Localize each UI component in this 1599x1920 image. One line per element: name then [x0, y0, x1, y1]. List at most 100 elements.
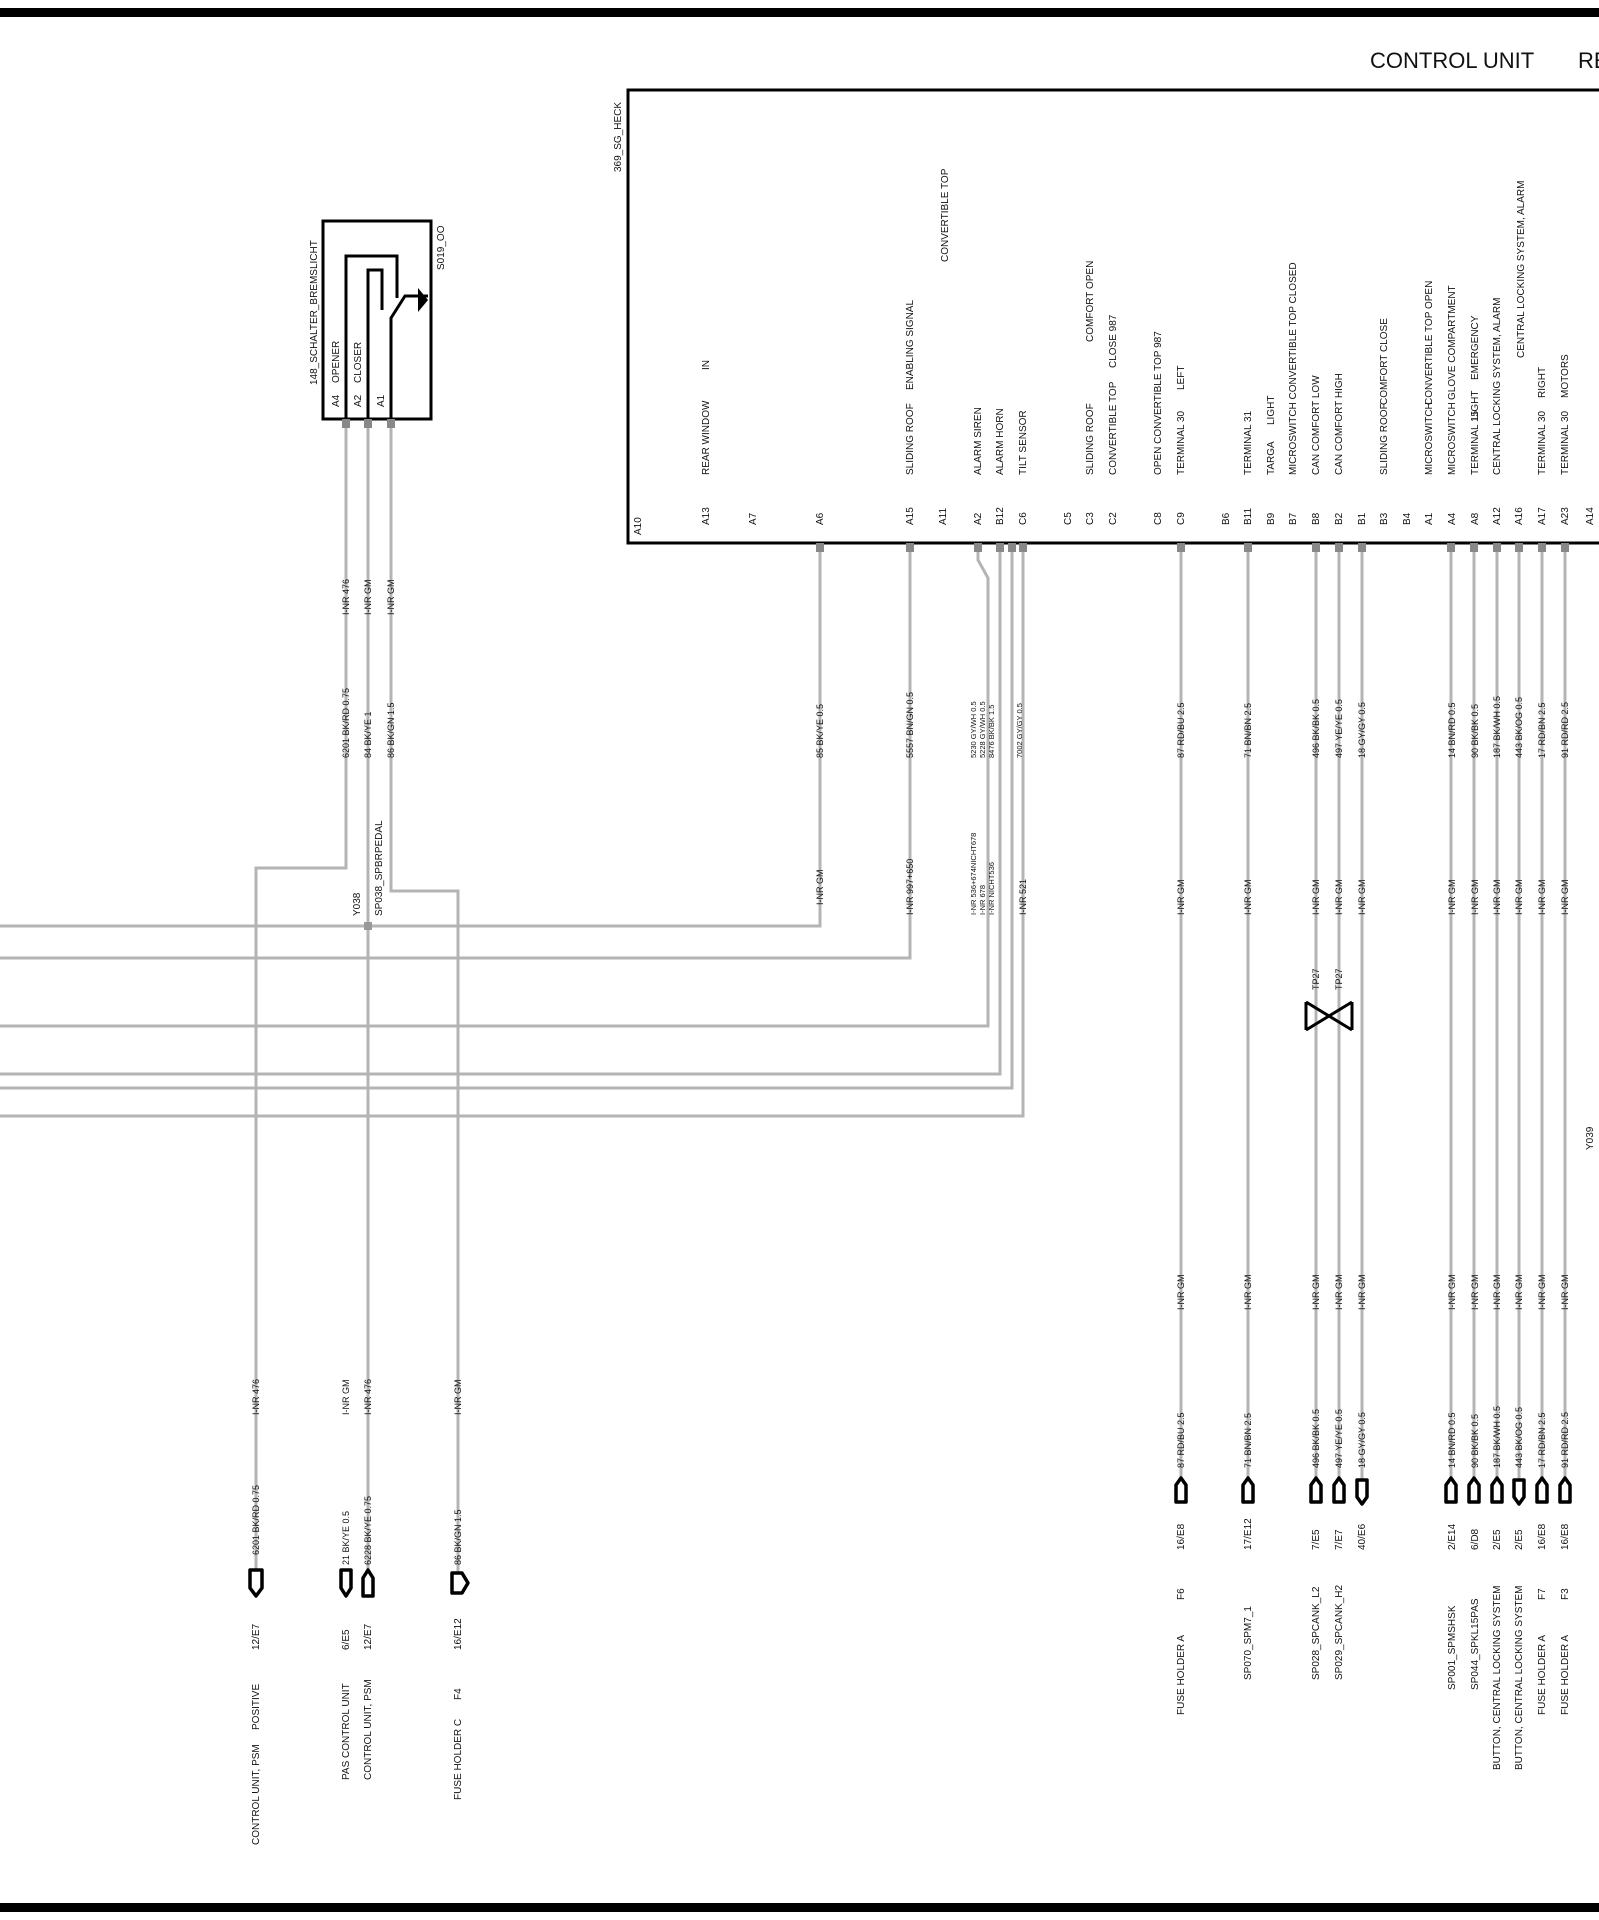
connector-arrow-down — [1512, 1478, 1526, 1506]
pin-function: MICROSWITCH — [1424, 402, 1435, 475]
wire-code-label: 71 BN/BN 2.5 — [1243, 703, 1253, 758]
twisted-pair-label: TP27 — [1334, 968, 1344, 990]
cu-wire-labels: 85 BK/YE 0.5 5557 BN/GN 0.5 5230 GY/WH 0… — [815, 692, 1570, 758]
pin-function: LIGHT — [1470, 391, 1481, 420]
connector-name: FUSE HOLDER C — [453, 1719, 464, 1800]
wire-harness-label: I-NR GM — [453, 1380, 463, 1416]
connector-slot: F3 — [1560, 1588, 1571, 1600]
wire-harness-label: I-NR 997+650 — [905, 859, 915, 915]
connector-slot: F7 — [1537, 1588, 1548, 1600]
connector-arrow-up — [1490, 1476, 1504, 1504]
pin-label: A16 — [1514, 507, 1525, 525]
connector-arrow-up — [1241, 1476, 1255, 1504]
pin-function: ALARM SIREN — [973, 407, 984, 475]
connector-arrow-down — [1355, 1478, 1369, 1506]
pin-function: RIGHT — [1537, 367, 1548, 398]
wires — [0, 420, 1567, 1585]
cu-wire-labels-low: 87 RD/BU 2.5 71 BN/BN 2.5 496 BK/BK 0.5 … — [1176, 1406, 1570, 1468]
pin-label: A13 — [701, 507, 712, 525]
splice-point — [364, 922, 372, 930]
wire-harness-label: I-NR GM — [386, 580, 396, 616]
wire-code-label: 91 RD/RD 2.5 — [1560, 1412, 1570, 1468]
connector-name: BUTTON, CENTRAL LOCKING SYSTEM — [1514, 1586, 1525, 1770]
connector-name: FUSE HOLDER A — [1560, 1635, 1571, 1715]
connector-arrow-up — [1309, 1476, 1323, 1504]
wire-code-label: 90 BK/BK 0.5 — [1470, 1414, 1480, 1468]
wire-harness-label: I-NR GM — [1514, 1275, 1524, 1311]
switch-pin-a4: A4 — [331, 394, 342, 407]
connector-ref: 6/E5 — [341, 1629, 352, 1650]
pin-function: LEFT — [1176, 366, 1187, 390]
pin-label: C8 — [1153, 512, 1164, 525]
page-title: CONTROL UNIT — [1370, 48, 1534, 73]
wire-code-label: 87 RD/BU 2.5 — [1176, 1412, 1186, 1468]
top-border — [0, 8, 1599, 17]
pin-label: A17 — [1537, 507, 1548, 525]
cu-connector-names: FUSE HOLDER A F6 SP070_SPM7_1 SP028_SPCA… — [1176, 1585, 1571, 1770]
connector-ref: 16/E8 — [1176, 1523, 1187, 1550]
connector-arrow-up — [1444, 1476, 1458, 1504]
wire-harness-label: I-NR GM — [815, 870, 825, 906]
connector-name: SP029_SPCANK_H2 — [1334, 1585, 1345, 1680]
wire-code-label: 5557 BN/GN 0.5 — [905, 692, 915, 758]
twisted-pair-label: TP27 — [1311, 968, 1321, 990]
cu-header-convertible-top: CONVERTIBLE TOP — [940, 168, 951, 262]
cu-connectors — [1174, 1476, 1572, 1506]
wire-harness-label: I-NR GM — [341, 1380, 351, 1416]
wire-harness-label: I-NR GM — [1447, 880, 1457, 916]
pin-label: A2 — [973, 512, 984, 525]
wire-code-label: 6228 BK/YE 0.75 — [363, 1496, 373, 1565]
wire-harness-label: I-NR GM — [1357, 880, 1367, 916]
wire-code-label: 84 BK/YE 1 — [363, 711, 373, 758]
connector-ref: 7/E5 — [1311, 1529, 1322, 1550]
connector-name: CONTROL UNIT, PSM — [363, 1679, 374, 1780]
connector-ref: 2/E5 — [1492, 1529, 1503, 1550]
wire-harness-label: I-NR GM — [1514, 880, 1524, 916]
connector-name: POSITIVE — [251, 1684, 262, 1730]
wire-code-label: 14 BN/RD 0.5 — [1447, 1412, 1457, 1468]
pin-function: MICROSWITCH CONVERTIBLE TOP CLOSED — [1288, 262, 1299, 475]
pin-label: C6 — [1018, 512, 1029, 525]
left-connectors: I-NR 476 I-NR GM I-NR 476 I-NR GM 6201 B… — [248, 1379, 470, 1845]
cu-header-close-987: CLOSE 987 — [1108, 314, 1119, 368]
wire-code-label: 7002 GY/GY 0.5 — [1015, 703, 1024, 758]
pin-function: TERMINAL 30 — [1537, 410, 1548, 475]
connector-arrow-down — [248, 1568, 264, 1598]
pin-function: CENTRAL LOCKING SYSTEM, ALARM — [1492, 298, 1503, 475]
control-unit-box — [626, 88, 1599, 545]
brake-light-switch — [321, 219, 433, 428]
pin-label: B9 — [1266, 512, 1277, 525]
connector-ref: 12/E7 — [251, 1623, 262, 1650]
pin-label: B2 — [1334, 512, 1345, 525]
connector-ref: 40/E6 — [1357, 1523, 1368, 1550]
wire-code-label: 85 BK/YE 0.5 — [815, 704, 825, 758]
pin-function: ENABLING SIGNAL — [905, 300, 916, 390]
connector-name: SP044_SPKL15PAS — [1470, 1598, 1481, 1690]
pin-function: TILT SENSOR — [1018, 410, 1029, 475]
connector-ref: 6/D8 — [1470, 1528, 1481, 1550]
pin-function: CAN COMFORT HIGH — [1334, 373, 1345, 475]
pin-function: SLIDING ROOF — [905, 403, 916, 475]
wire-harness-label: I-NR GM — [1447, 1275, 1457, 1311]
pin-function: TARGA — [1266, 441, 1277, 475]
pin-label: B12 — [995, 507, 1006, 525]
wire-code-label: 5228 GY/WH 0.5 — [978, 701, 987, 758]
pin-label: B11 — [1243, 508, 1254, 525]
wire-harness-label: I-NR GM — [1357, 1275, 1367, 1311]
wire-harness-label: I-NR GM — [1537, 880, 1547, 916]
pin-label: A6 — [815, 512, 826, 525]
wire-harness-label: I-NR GM — [1560, 880, 1570, 916]
pin-function: LIGHT — [1266, 396, 1277, 425]
wire-code-label: 496 BK/BK 0.5 — [1311, 1409, 1321, 1468]
wire-harness-label: I-NR GM — [1176, 1275, 1186, 1311]
splice-ref: Y038 — [352, 892, 363, 916]
wire-harness-label: I-NR GM — [1243, 880, 1253, 916]
connector-slot: F4 — [453, 1688, 464, 1700]
control-unit-name: 369_SG_HECK — [613, 102, 624, 172]
wire-harness-label: I-NR GM — [1176, 880, 1186, 916]
pin-label: B4 — [1402, 512, 1413, 525]
connector-name: SP001_SPMSHSK — [1447, 1605, 1458, 1690]
pin-function: MICROSWITCH — [1447, 402, 1458, 475]
pin-label: A15 — [905, 507, 916, 525]
wire-code-label: 18 GY/GY 0.5 — [1357, 702, 1367, 758]
